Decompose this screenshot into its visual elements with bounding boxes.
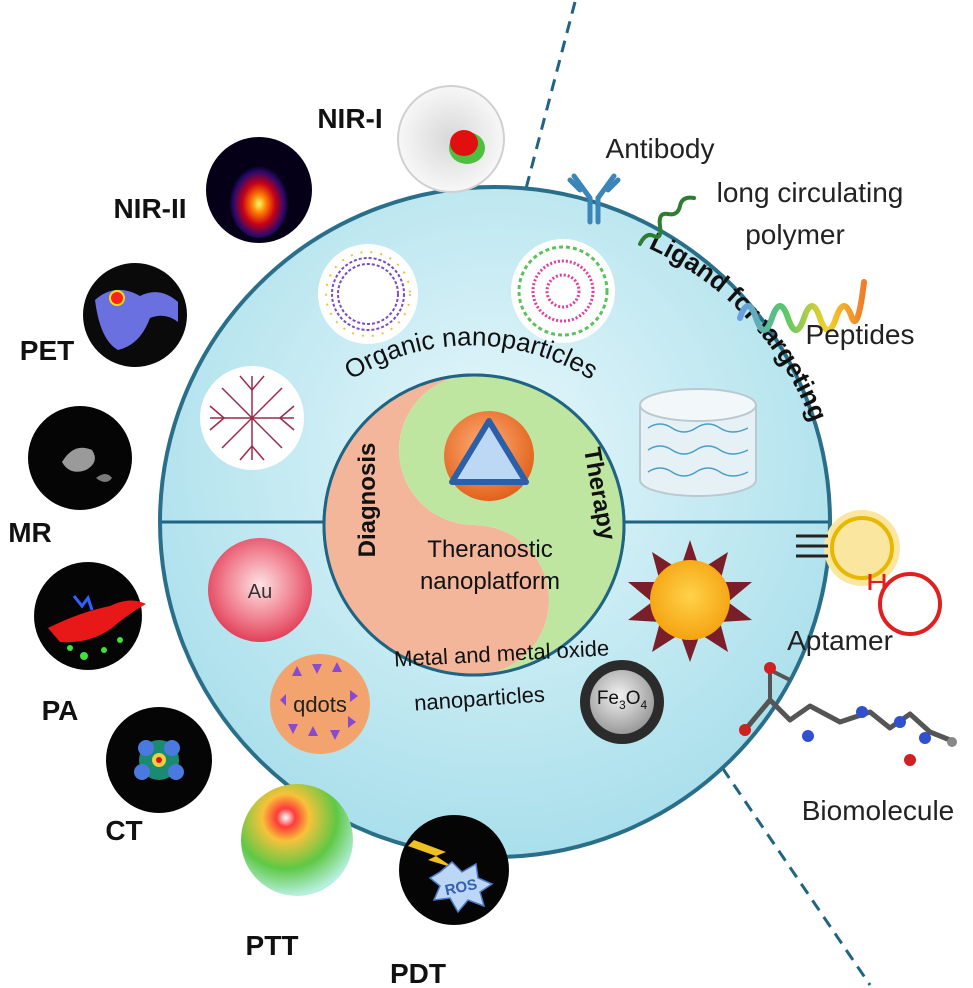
polymer-label-line2: polymer: [745, 219, 845, 250]
iron-oxide-icon: Fe3O4: [580, 660, 664, 744]
peptide-helix-icon: [737, 279, 867, 333]
ptt-image-icon: [241, 784, 353, 896]
qdots-label: qdots: [293, 692, 347, 717]
nir1-image-icon: [397, 85, 505, 193]
nir2-image-icon: [206, 137, 312, 243]
aptamer-icon: [796, 510, 942, 636]
pdt-image-icon: ROS: [399, 815, 509, 925]
nir1-label: NIR-I: [317, 103, 382, 134]
sun-icon: [628, 540, 752, 662]
dashed-divider-top: [521, 1, 577, 201]
mr-image-icon: [28, 406, 132, 510]
antibody-icon: [567, 173, 621, 225]
pa-label: PA: [42, 695, 79, 726]
mr-label: MR: [8, 517, 52, 548]
antibody-label: Antibody: [606, 133, 715, 164]
pdt-label: PDT: [390, 958, 446, 988]
biomolecule-label: Biomolecule: [802, 795, 955, 826]
fe3o4-label: Fe3O4: [597, 688, 648, 712]
peptides-label: Peptides: [806, 319, 915, 350]
dendrimer-icon: [200, 366, 304, 470]
qdots-icon: qdots: [270, 654, 370, 754]
diagnosis-label: Diagnosis: [354, 443, 381, 558]
biomolecule-structure-icon: [739, 662, 957, 766]
pa-image-icon: [34, 562, 146, 670]
aptamer-label: Aptamer: [787, 625, 893, 656]
pet-image-icon: [83, 263, 187, 367]
center-label-line1: Theranostic: [427, 536, 552, 563]
nir2-label: NIR-II: [113, 193, 186, 224]
gold-nanoparticle-icon: Au: [208, 538, 312, 642]
ct-image-icon: [106, 707, 212, 813]
polymer-label-line1: long circulating: [717, 177, 904, 208]
ros-label: ROS: [443, 876, 478, 899]
micelle-icon: [511, 239, 615, 343]
ct-label: CT: [105, 815, 142, 846]
ptt-label: PTT: [246, 930, 299, 961]
core-nanoparticle-icon: [444, 411, 534, 501]
center-label-line2: nanoplatform: [420, 568, 560, 595]
hydrogel-icon: [639, 388, 757, 497]
pet-label: PET: [20, 335, 74, 366]
liposome-icon: [318, 244, 418, 344]
polymer-chain-icon: [638, 195, 696, 246]
au-label: Au: [248, 581, 272, 603]
dashed-divider-bottom: [698, 734, 872, 986]
